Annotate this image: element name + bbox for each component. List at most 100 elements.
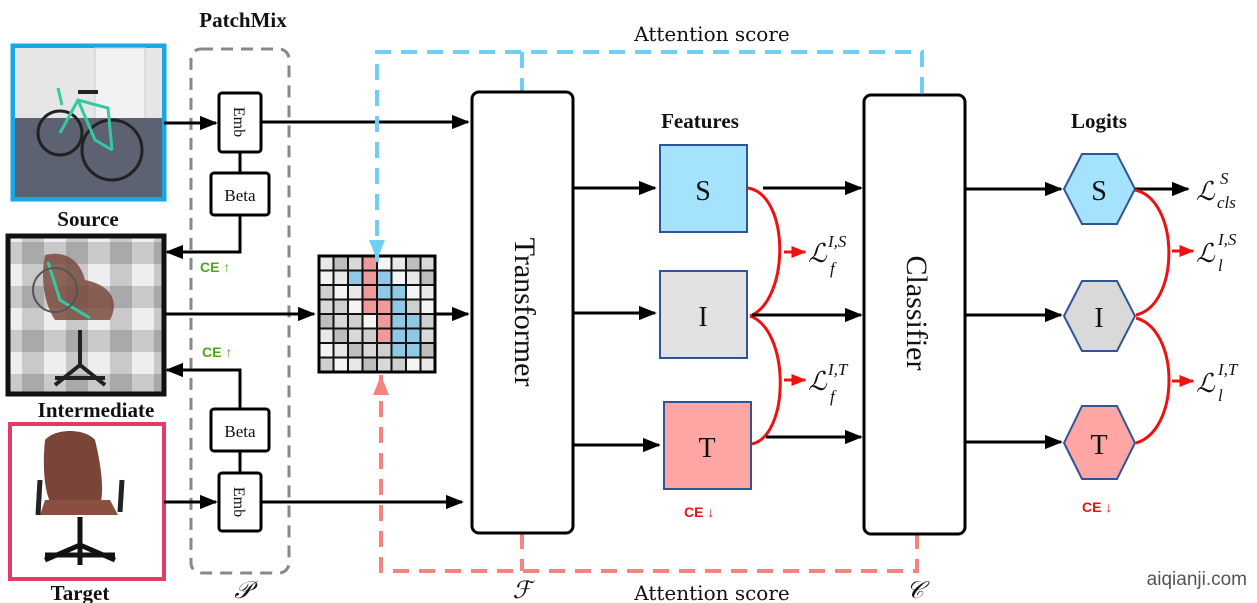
svg-text:S: S — [1220, 169, 1229, 188]
feature-node-t: T — [663, 401, 752, 490]
grid-patch — [347, 255, 364, 272]
grid-patch — [347, 313, 364, 330]
grid-patch — [376, 327, 393, 344]
svg-text:l: l — [1218, 386, 1223, 405]
grid-patch — [419, 356, 436, 373]
svg-text:f: f — [830, 387, 837, 406]
grid-patch — [376, 356, 393, 373]
grid-patch — [419, 313, 436, 330]
target-label: Target — [51, 581, 110, 603]
grid-patch — [405, 284, 422, 301]
grid-patch — [376, 269, 393, 286]
grid-patch — [318, 313, 335, 330]
emb-box-source: Emb — [217, 91, 263, 154]
grid-patch — [361, 327, 378, 344]
svg-text:f: f — [830, 259, 837, 278]
grid-patch — [318, 255, 335, 272]
source-label: Source — [57, 207, 118, 231]
grid-patch — [419, 342, 436, 359]
grid-patch — [332, 298, 349, 315]
grid-patch — [405, 342, 422, 359]
transformer-symbol: ℱ — [513, 578, 536, 603]
grid-patch — [390, 269, 407, 286]
patchmix-symbol: 𝒫 — [234, 578, 258, 603]
grid-patch — [390, 255, 407, 272]
feature-node-i: I — [659, 270, 748, 359]
source-image — [10, 43, 167, 202]
grid-patch — [332, 313, 349, 330]
svg-text:ℒ: ℒ — [808, 239, 828, 268]
svg-text:ℒ: ℒ — [808, 367, 828, 396]
grid-patch — [376, 255, 393, 272]
grid-patch — [318, 356, 335, 373]
grid-patch — [405, 269, 422, 286]
feature-loss-curve-is — [747, 186, 782, 318]
grid-patch — [419, 255, 436, 272]
svg-text:ℒ: ℒ — [1196, 177, 1216, 206]
svg-text:T: T — [1090, 430, 1107, 461]
svg-text:ℒ: ℒ — [1196, 239, 1216, 268]
svg-text:Emb: Emb — [230, 107, 247, 137]
grid-patch — [347, 356, 364, 373]
classifier-block: Classifier — [862, 93, 967, 536]
grid-patch — [376, 298, 393, 315]
grid-patch — [390, 356, 407, 373]
logit-node-s: S — [1062, 153, 1137, 225]
grid-patch — [390, 298, 407, 315]
grid-patch — [347, 298, 364, 315]
beta-box-target: Beta — [209, 407, 271, 453]
grid-patch — [361, 284, 378, 301]
svg-text:Emb: Emb — [230, 487, 247, 517]
grid-patch — [318, 269, 335, 286]
feature-loss-curve-it — [749, 314, 782, 446]
grid-patch — [419, 298, 436, 315]
grid-patch — [318, 284, 335, 301]
svg-text:I,S: I,S — [1217, 230, 1237, 249]
grid-patch — [347, 269, 364, 286]
grid-patch — [390, 313, 407, 330]
grid-patch — [405, 327, 422, 344]
grid-patch — [332, 327, 349, 344]
grid-patch — [361, 356, 378, 373]
grid-patch — [419, 284, 436, 301]
features-ce-down-label: CE ↓ — [684, 504, 714, 520]
grid-patch — [376, 284, 393, 301]
watermark: aiqianji.com — [1147, 569, 1247, 590]
target-image — [8, 422, 166, 581]
transformer-block: Transformer — [470, 90, 575, 535]
svg-text:I: I — [698, 302, 707, 333]
grid-patch — [347, 327, 364, 344]
emb-box-target: Emb — [217, 471, 263, 533]
grid-patch — [419, 327, 436, 344]
svg-text:T: T — [698, 433, 715, 464]
logit-loss-is: ℒ l I,S — [1196, 230, 1237, 275]
grid-patch — [405, 313, 422, 330]
logit-loss-curve-it — [1135, 316, 1171, 445]
grid-patch — [405, 298, 422, 315]
grid-patch — [390, 342, 407, 359]
attention-score-label-top: Attention score — [633, 22, 790, 46]
grid-patch — [347, 284, 364, 301]
logit-node-i: I — [1062, 280, 1137, 352]
svg-text:Classifier: Classifier — [900, 256, 933, 371]
attention-score-label-bottom: Attention score — [633, 581, 790, 603]
svg-text:Beta: Beta — [224, 186, 256, 205]
svg-text:Transformer: Transformer — [508, 238, 541, 387]
attention-path-source — [375, 50, 924, 262]
ce-up-label-top: CE ↑ — [200, 259, 230, 275]
grid-patch — [361, 255, 378, 272]
grid-patch — [390, 284, 407, 301]
intermediate-image — [5, 233, 167, 397]
grid-patch — [361, 269, 378, 286]
grid-patch — [361, 313, 378, 330]
intermediate-label: Intermediate — [38, 398, 155, 422]
grid-patch — [318, 327, 335, 344]
svg-text:S: S — [1091, 176, 1107, 207]
grid-patch — [332, 255, 349, 272]
grid-patch — [419, 269, 436, 286]
grid-patch — [318, 298, 335, 315]
svg-text:l: l — [1218, 256, 1223, 275]
grid-patch — [361, 342, 378, 359]
logit-loss-curve-is — [1134, 188, 1171, 317]
